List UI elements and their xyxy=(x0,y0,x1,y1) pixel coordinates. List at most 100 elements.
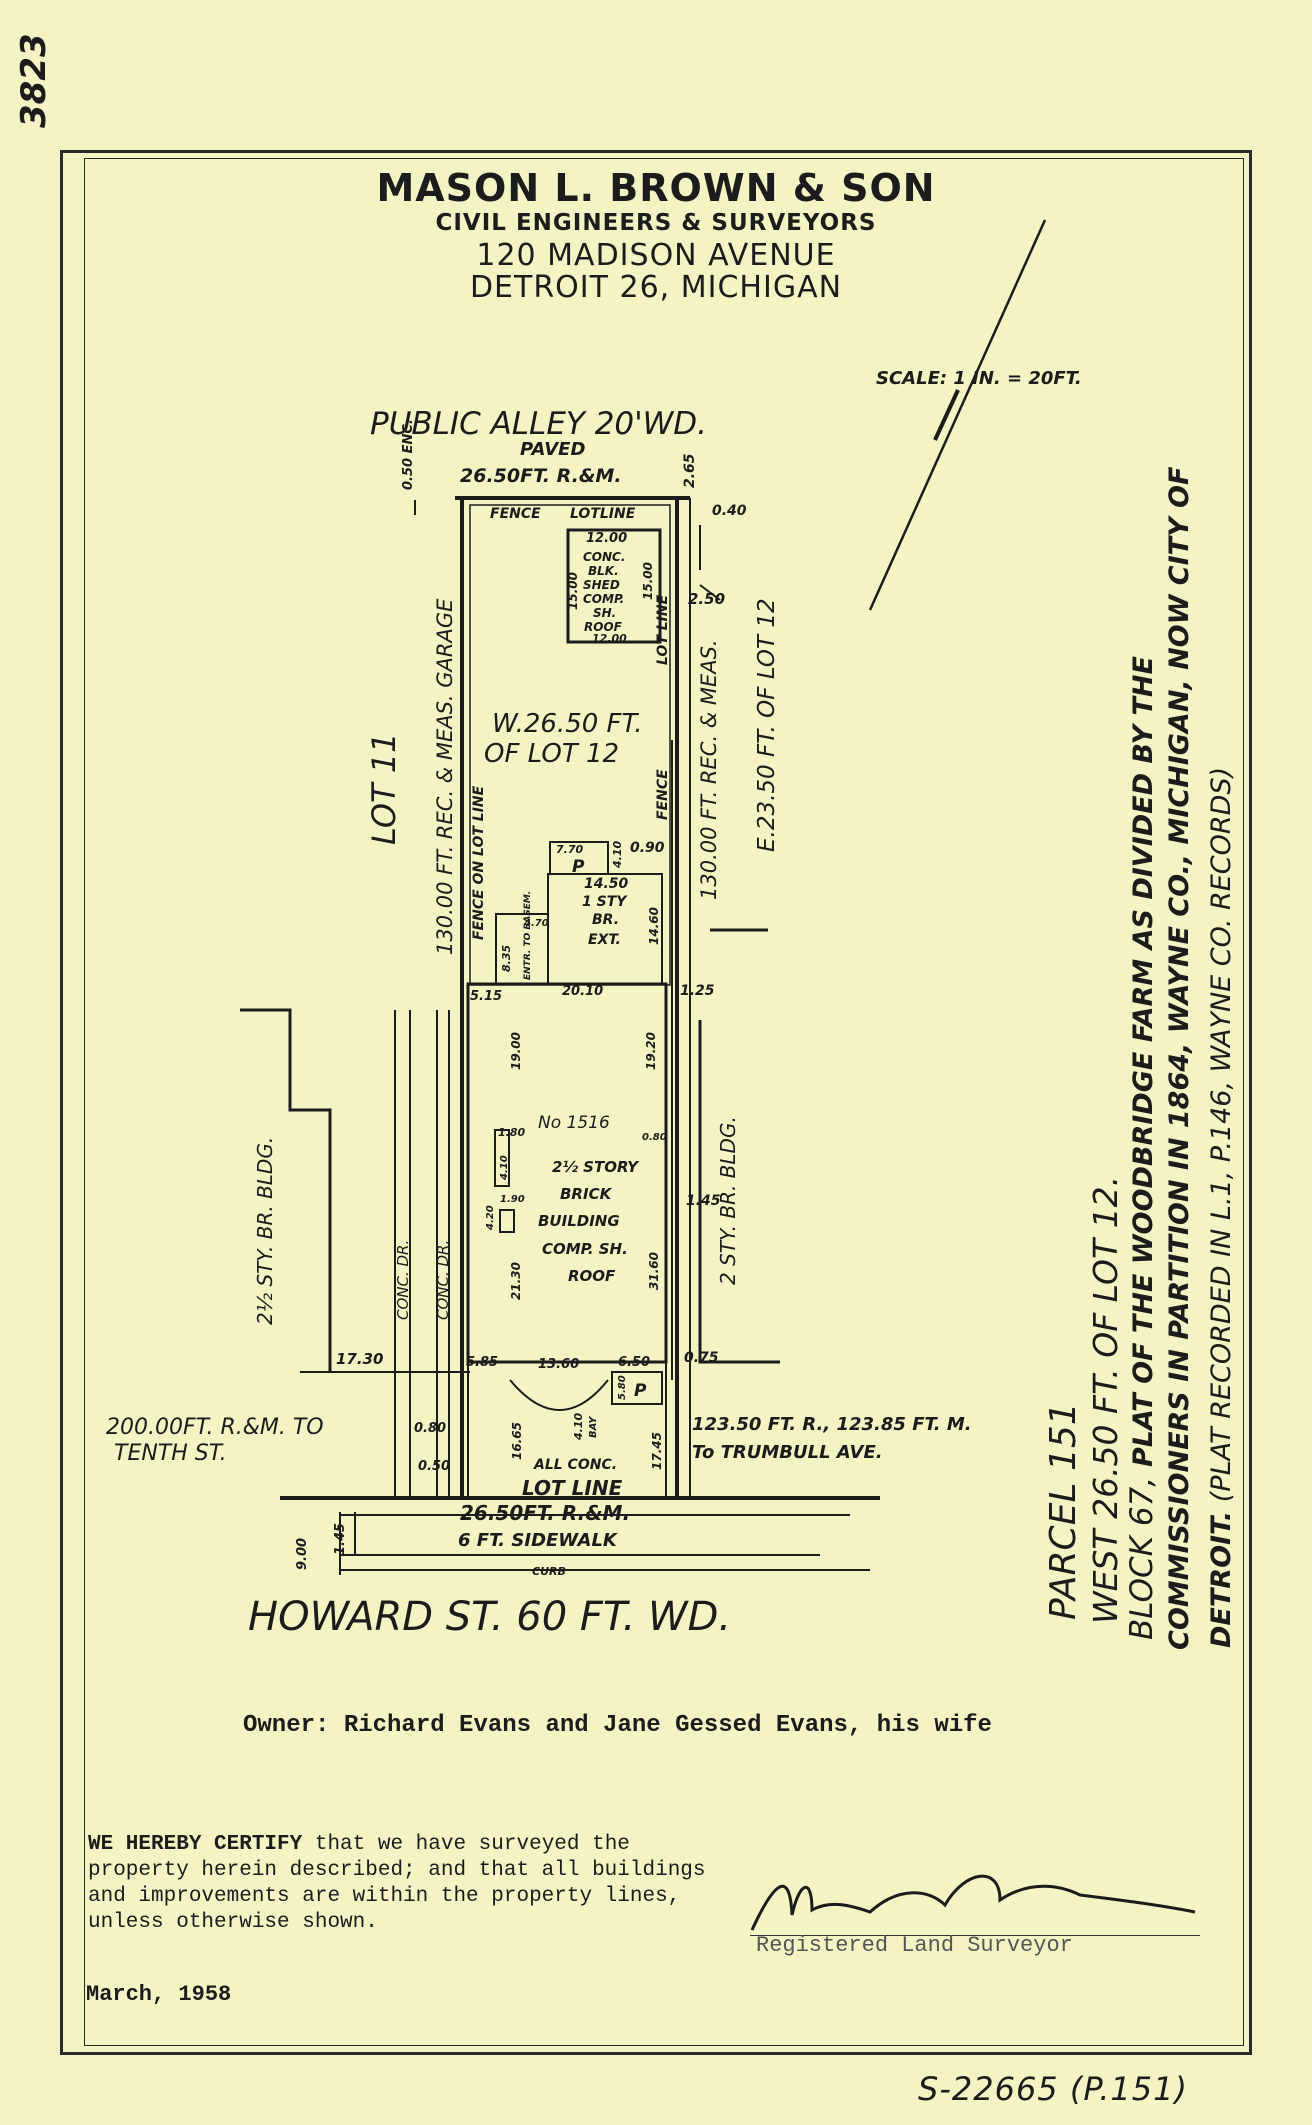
surveyor-signature xyxy=(750,1874,1196,1931)
svg-text:26.50FT. R.&M.: 26.50FT. R.&M. xyxy=(460,465,622,487)
svg-text:CONC. DR.: CONC. DR. xyxy=(394,1240,412,1320)
firm-address-city: DETROIT 26, MICHIGAN xyxy=(469,270,843,305)
svg-text:21.30: 21.30 xyxy=(509,1262,523,1300)
svg-text:5.15: 5.15 xyxy=(470,989,502,1004)
svg-text:TENTH ST.: TENTH ST. xyxy=(114,1441,227,1466)
svg-text:CURB: CURB xyxy=(532,1565,566,1578)
parcel-line-4: COMMISSIONERS IN PARTITION IN 1864, WAYN… xyxy=(1164,466,1195,1650)
svg-text:LOT LINE: LOT LINE xyxy=(522,1476,623,1500)
svg-text:1.90: 1.90 xyxy=(500,1194,525,1205)
svg-text:E.23.50 FT. OF LOT 12: E.23.50 FT. OF LOT 12 xyxy=(754,598,780,852)
svg-text:FENCE ON LOT LINE: FENCE ON LOT LINE xyxy=(471,785,487,940)
svg-text:12.00: 12.00 xyxy=(586,531,627,546)
svg-text:5.80: 5.80 xyxy=(617,1375,628,1400)
svg-text:6.50: 6.50 xyxy=(618,1355,650,1370)
svg-text:BUILDING: BUILDING xyxy=(538,1212,620,1230)
svg-text:OF LOT 12: OF LOT 12 xyxy=(484,739,619,769)
svg-text:1.45: 1.45 xyxy=(686,1193,721,1209)
certificate-text: WE HEREBY CERTIFY that we have surveyed … xyxy=(88,1833,706,1934)
svg-text:5.85: 5.85 xyxy=(466,1355,498,1370)
svg-text:P: P xyxy=(572,857,585,877)
firm-address-street: 120 MADISON AVENUE xyxy=(476,238,836,273)
svg-text:1.80: 1.80 xyxy=(498,1126,525,1139)
firm-profession: CIVIL ENGINEERS & SURVEYORS xyxy=(435,210,877,236)
svg-text:1 STY: 1 STY xyxy=(582,894,628,910)
svg-text:SH.: SH. xyxy=(593,606,616,620)
svg-text:2 STY. BR. BLDG.: 2 STY. BR. BLDG. xyxy=(716,1116,740,1285)
svg-text:123.50 FT. R., 123.85 FT. M.: 123.50 FT. R., 123.85 FT. M. xyxy=(692,1414,972,1435)
svg-text:20.10: 20.10 xyxy=(562,984,603,999)
scale-label: SCALE: 1 IN. = 20FT. xyxy=(876,368,1082,389)
svg-text:2½ STORY: 2½ STORY xyxy=(552,1158,640,1176)
svg-text:4.10: 4.10 xyxy=(572,1413,585,1441)
svg-text:7.70: 7.70 xyxy=(556,843,583,856)
svg-text:4.70: 4.70 xyxy=(523,918,549,929)
svg-text:130.00 FT. REC. & MEAS. GARAGE: 130.00 FT. REC. & MEAS. GARAGE xyxy=(433,598,457,955)
svg-text:P: P xyxy=(634,1381,647,1401)
svg-text:26.50FT. R.&M.: 26.50FT. R.&M. xyxy=(460,1501,630,1525)
svg-text:2.50: 2.50 xyxy=(688,590,725,608)
svg-text:ALL CONC.: ALL CONC. xyxy=(533,1457,617,1473)
svg-text:8.35: 8.35 xyxy=(500,945,513,972)
svg-text:LOTLINE: LOTLINE xyxy=(570,506,636,522)
signature-line xyxy=(750,1935,1200,1936)
svg-text:ROOF: ROOF xyxy=(568,1267,616,1285)
parcel-line-5: DETROIT. (PLAT RECORDED IN L.1, P.146, W… xyxy=(1206,766,1237,1648)
svg-text:17.30: 17.30 xyxy=(336,1350,383,1368)
svg-text:4.20: 4.20 xyxy=(485,1205,496,1231)
svg-text:0.50 ENC.: 0.50 ENC. xyxy=(401,419,416,490)
firm-name: MASON L. BROWN & SON xyxy=(376,166,936,210)
lot-11-label: LOT 11 xyxy=(365,733,403,845)
svg-text:19.20: 19.20 xyxy=(644,1032,658,1070)
survey-date: March, 1958 xyxy=(86,1982,232,2007)
svg-text:EXT.: EXT. xyxy=(588,932,621,948)
svg-text:COMP. SH.: COMP. SH. xyxy=(542,1240,628,1258)
svg-text:BLK.: BLK. xyxy=(588,564,619,578)
svg-text:BR.: BR. xyxy=(592,912,619,928)
svg-text:0.50: 0.50 xyxy=(418,1459,450,1474)
parcel-line-3: BLOCK 67, PLAT OF THE WOODBRIDGE FARM AS… xyxy=(1124,656,1160,1640)
street-label: HOWARD ST. 60 FT. WD. xyxy=(248,1594,731,1640)
svg-text:12.00: 12.00 xyxy=(592,632,627,645)
plat-number: S-22665 (P.151) xyxy=(918,2070,1188,2108)
outer-frame xyxy=(60,150,1252,2055)
svg-text:14.50: 14.50 xyxy=(584,876,629,892)
svg-text:LOT LINE: LOT LINE xyxy=(655,594,671,665)
svg-text:13.60: 13.60 xyxy=(538,1357,579,1372)
inner-frame xyxy=(84,158,1244,2046)
svg-text:W.26.50 FT.: W.26.50 FT. xyxy=(492,709,643,739)
svg-text:19.00: 19.00 xyxy=(509,1032,523,1070)
svg-text:4.10: 4.10 xyxy=(611,841,624,869)
svg-text:200.00FT. R.&M. TO: 200.00FT. R.&M. TO xyxy=(106,1415,324,1440)
svg-text:2.65: 2.65 xyxy=(682,453,698,488)
svg-text:BAY: BAY xyxy=(588,1415,599,1438)
svg-text:1.25: 1.25 xyxy=(680,983,715,999)
svg-text:ROOF: ROOF xyxy=(584,620,623,634)
svg-text:6 FT. SIDEWALK: 6 FT. SIDEWALK xyxy=(458,1530,619,1551)
svg-text:PAVED: PAVED xyxy=(520,439,585,460)
svg-text:0.40: 0.40 xyxy=(712,503,747,519)
alley-label: PUBLIC ALLEY 20'WD. xyxy=(370,406,707,442)
svg-text:4.10: 4.10 xyxy=(499,1155,510,1181)
svg-text:0.90: 0.90 xyxy=(630,840,665,856)
svg-text:31.60: 31.60 xyxy=(647,1252,661,1290)
svg-text:ENTR. TO BASEM.: ENTR. TO BASEM. xyxy=(523,891,533,980)
svg-text:0.75: 0.75 xyxy=(684,1350,719,1366)
svg-text:FENCE: FENCE xyxy=(490,506,541,522)
svg-text:17.45: 17.45 xyxy=(650,1432,664,1470)
svg-text:2½ STY. BR. BLDG.: 2½ STY. BR. BLDG. xyxy=(253,1137,277,1325)
svg-text:16.65: 16.65 xyxy=(510,1422,524,1460)
north-arrow-icon xyxy=(868,219,1047,611)
surveyor-label: Registered Land Surveyor xyxy=(756,1933,1073,1958)
svg-text:COMP.: COMP. xyxy=(583,592,624,606)
parcel-line-2: WEST 26.50 FT. OF LOT 12. xyxy=(1086,1175,1125,1624)
svg-text:0.80: 0.80 xyxy=(414,1421,446,1436)
svg-text:CONC.: CONC. xyxy=(583,550,625,564)
svg-text:14.60: 14.60 xyxy=(647,907,661,945)
svg-text:15.00: 15.00 xyxy=(641,562,655,600)
svg-text:9.00: 9.00 xyxy=(295,1538,310,1570)
shed-outline xyxy=(566,528,662,644)
svg-text:0.80: 0.80 xyxy=(642,1132,667,1143)
svg-text:CONC. DR.: CONC. DR. xyxy=(434,1240,452,1320)
